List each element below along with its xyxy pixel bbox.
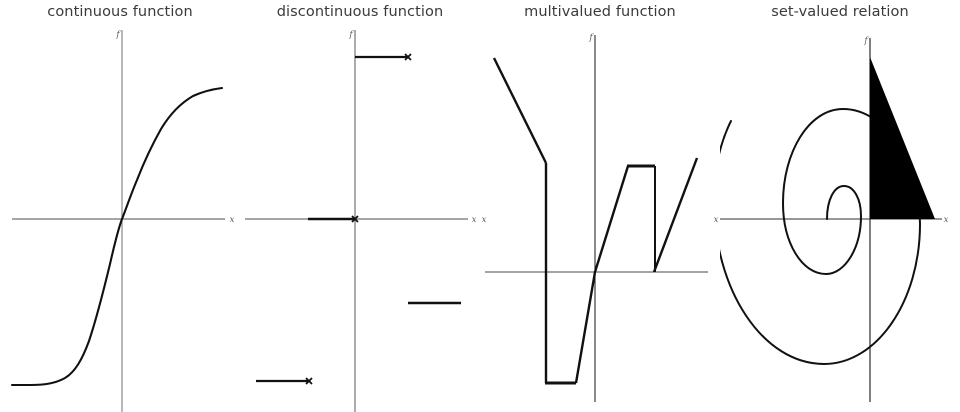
branch-center-rise — [574, 165, 630, 384]
panel-continuous-function: continuous function f x — [0, 0, 240, 412]
y-axis-label: f — [588, 33, 594, 43]
x-axis-label: x — [472, 215, 477, 225]
endpoint-cross-icon — [351, 215, 359, 223]
panel-discontinuous-function: discontinuous function f x — [240, 0, 480, 412]
branch-right-slope — [652, 157, 699, 273]
spiral-curve — [720, 107, 922, 366]
panel-title: set-valued relation — [771, 4, 909, 20]
panel-multivalued-function: multivalued function f x x — [480, 0, 720, 412]
panel-set-valued-relation: set-valued relation f x — [720, 0, 960, 412]
y-axis-label: f — [348, 30, 354, 40]
y-axis-label: f — [863, 36, 869, 46]
x-axis-label: x — [714, 215, 719, 225]
x-axis-label: x — [944, 215, 949, 225]
endpoint-cross-icon — [305, 377, 313, 385]
panel-title: continuous function — [47, 4, 193, 20]
panel-plot-area: f x x — [482, 33, 719, 402]
endpoint-cross-icon — [404, 53, 412, 61]
panel-title: discontinuous function — [276, 4, 444, 20]
panel-plot-area: f x — [10, 30, 235, 412]
panel-plot-area: f x — [245, 30, 477, 412]
panel-title: multivalued function — [524, 4, 676, 20]
sigmoid-curve — [10, 86, 224, 387]
panel-plot-area: f x — [720, 36, 949, 402]
branch-upper-left-slope — [492, 57, 548, 164]
filled-triangle-region — [870, 57, 935, 219]
x-axis-label: x — [230, 215, 235, 225]
x-axis-label-left: x — [482, 215, 487, 225]
y-axis-label: f — [115, 30, 121, 40]
